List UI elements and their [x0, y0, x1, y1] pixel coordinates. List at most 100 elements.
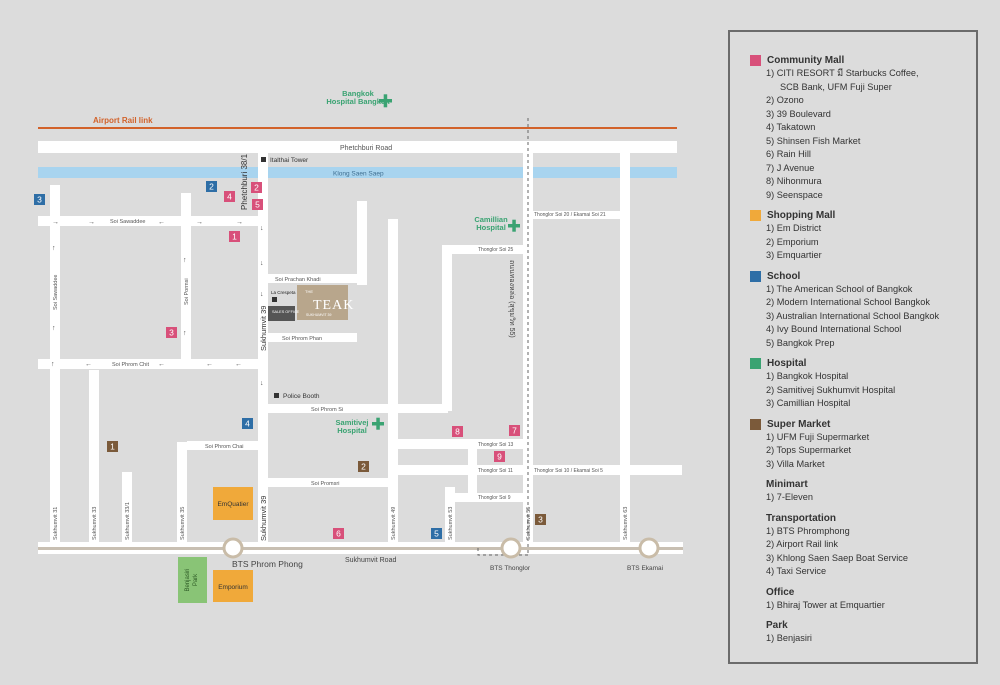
legend-color-swatch — [750, 210, 761, 221]
la-cresta-label: La Crespeta — [271, 290, 296, 295]
sukhumvit-road-label: Sukhumvit Road — [345, 557, 396, 564]
bts-line — [38, 547, 683, 550]
emquatier-building — [213, 487, 253, 520]
legend-item: 3) Camillian Hospital — [766, 398, 851, 408]
poi-marker-community-mall-5: 5 — [252, 199, 263, 210]
horizontal-roads — [38, 211, 682, 502]
legend-heading-text: Community Mall — [767, 55, 845, 66]
legend-heading: Transportation — [750, 512, 976, 525]
legend-item: 2) Ozono — [766, 95, 804, 105]
sukhumvit-35-label: Sukhumvit 35 — [180, 507, 186, 540]
legend-item: 4) Ivy Bound International School — [766, 324, 902, 334]
italthai-marker — [261, 157, 266, 162]
legend-heading-text: Super Market — [767, 418, 831, 430]
svg-text:6: 6 — [336, 529, 341, 539]
soi-promsri-label: Soi Promsri — [311, 481, 339, 487]
svg-text:7: 7 — [512, 426, 517, 436]
legend-item: 2) Emporium — [766, 236, 819, 247]
emporium-label: Emporium — [218, 584, 248, 591]
poi-marker-community-mall-9: 9 — [494, 451, 505, 462]
svg-text:3: 3 — [169, 328, 174, 338]
svg-text:←: ← — [85, 361, 92, 368]
phetchburi-road — [38, 141, 677, 153]
hospital-cross-icon — [372, 417, 384, 430]
soi-pormsi-label: Soi Pormsi — [184, 278, 190, 305]
legend-item: 3) Khlong Saen Saep Boat Service — [766, 552, 908, 563]
bts-station-ekamai — [638, 537, 660, 559]
soi-phrom-chai-label: Soi Phrom Chai — [205, 444, 244, 450]
svg-text:↑: ↑ — [183, 257, 187, 264]
legend-item: 1) Benjasiri — [766, 633, 812, 643]
svg-text:←: ← — [158, 219, 165, 226]
svg-text:2: 2 — [361, 462, 366, 472]
sales-office-box — [268, 306, 295, 321]
svg-text:9: 9 — [497, 452, 502, 462]
legend-heading-text: Minimart — [766, 479, 808, 490]
bts-station-phrom-phong — [222, 537, 244, 559]
legend-item: 1) The American School of Bangkok — [766, 283, 913, 294]
legend-item: 1) Bhiraj Tower at Emquartier — [766, 599, 885, 610]
thonglor-25-label: Thonglor Soi 25 — [478, 247, 514, 253]
legend-heading-text: Shopping Mall — [767, 210, 836, 221]
legend-color-swatch — [750, 55, 761, 66]
poi-marker-super-market-3: 3 — [535, 514, 546, 525]
soi-phrom-chit-label: Soi Phrom Chit — [112, 362, 149, 368]
legend-item: 4) Takatown — [766, 122, 816, 132]
sukhumvit-55-label: Sukhumvit 55 — [526, 507, 532, 540]
legend-color-swatch — [750, 418, 761, 430]
thonglor-20-label: Thonglor Soi 20 / Ekamai Soi 21 — [534, 212, 606, 218]
legend-item: 1) Bangkok Hospital — [766, 371, 849, 381]
police-booth-label: Police Booth — [283, 393, 320, 400]
legend-color-swatch — [750, 270, 761, 282]
thonglor-10-label: Thonglor Soi 10 / Ekamai Soi 5 — [534, 468, 603, 474]
svg-text:→: → — [88, 219, 95, 226]
svg-text:5: 5 — [434, 529, 439, 539]
svg-text:↓: ↓ — [260, 380, 264, 387]
bts-station-thonglor — [500, 537, 522, 559]
hospital-cross-icon — [508, 219, 520, 232]
svg-text:4: 4 — [227, 192, 232, 202]
poi-marker-community-mall-3: 3 — [166, 327, 177, 338]
poi-marker-school-2: 2 — [206, 181, 217, 192]
thonglor-13-label: Thonglor Soi 13 — [478, 442, 514, 448]
sukhumvit-49-label: Sukhumvit 49 — [391, 507, 397, 540]
legend-item: 9) Seenspace — [766, 189, 823, 200]
bts-ekamai-label: BTS Ekamai — [627, 565, 663, 572]
la-cresta-marker — [272, 297, 277, 302]
legend-item: 3) Australian International School Bangk… — [766, 310, 940, 321]
svg-text:3: 3 — [37, 195, 42, 205]
legend-heading: Shopping Mall — [750, 209, 976, 222]
poi-marker-community-mall-1: 1 — [229, 231, 240, 242]
sukhumvit-53-label: Sukhumvit 53 — [448, 507, 454, 540]
phetchburi-road-label: Phetchburi Road — [340, 145, 392, 152]
hospital-cross-icon — [379, 94, 392, 108]
thonglor-11-label: Thonglor Soi 11 — [478, 468, 513, 474]
svg-text:↑: ↑ — [52, 325, 56, 332]
svg-text:2: 2 — [209, 182, 214, 192]
soi-sawaddee-label: Soi Sawaddee — [110, 219, 145, 225]
svg-text:2: 2 — [254, 183, 259, 193]
svg-text:→: → — [196, 219, 203, 226]
legend-heading-text: Transportation — [766, 512, 837, 524]
airport-rail-label: Airport Rail link — [93, 116, 153, 125]
soi-phrom-phan-label: Soi Phrom Phan — [282, 336, 322, 342]
legend-heading: Community Mall — [750, 54, 976, 67]
italthai-tower-label: Italthai Tower — [270, 157, 309, 164]
legend-item: 1) UFM Fuji Supermarket — [766, 431, 870, 442]
legend-heading: Super Market — [750, 418, 976, 431]
khlong-label: Klong Saen Saep — [333, 171, 384, 178]
svg-text:↑: ↑ — [52, 245, 56, 252]
legend-section-community-mall: Community Mall 1) CITI RESORT มี Starbuck… — [750, 54, 976, 202]
legend-item: 1) CITI RESORT มี Starbucks Coffee, — [766, 68, 919, 78]
soi-sawaddee-v-label: Soi Sawaddee — [53, 275, 59, 310]
legend-heading: School — [750, 270, 976, 283]
svg-text:←: ← — [235, 361, 242, 368]
